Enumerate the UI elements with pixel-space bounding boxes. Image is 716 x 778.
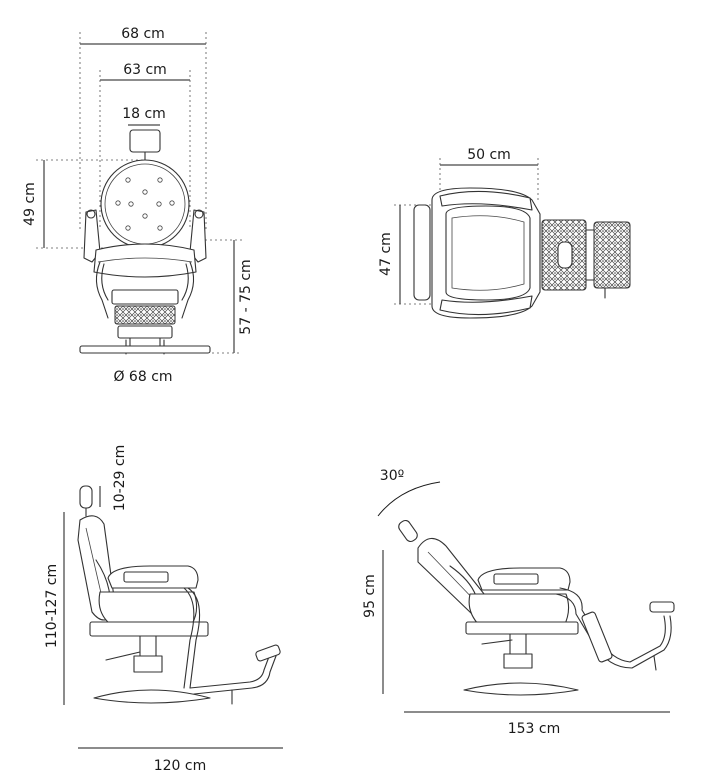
reclined-chair-drawing: [398, 519, 675, 696]
reclined-dimension-lines: [377, 481, 670, 713]
seat-depth-label: 47 cm: [378, 232, 394, 276]
top-chair-drawing: [413, 187, 631, 319]
recline-angle-label: 30º: [380, 468, 404, 484]
base-diameter-label: Ø 68 cm: [113, 369, 172, 385]
top-labels: 50 cm 47 cm: [378, 147, 511, 276]
seat-height-label: 57 - 75 cm: [238, 259, 254, 334]
total-height-label: 110-127 cm: [44, 564, 60, 648]
front-labels: 68 cm 63 cm 18 cm 49 cm 57 - 75 cm Ø 68 …: [22, 26, 254, 385]
reclined-labels: 30º 95 cm 153 cm: [362, 468, 560, 737]
reclined-length-label: 153 cm: [508, 721, 561, 737]
side-labels: 10-29 cm 110-127 cm 120 cm: [44, 445, 206, 774]
armrest-width-label: 63 cm: [123, 62, 167, 78]
overall-width-label: 68 cm: [121, 26, 165, 42]
backrest-height-label: 49 cm: [22, 182, 38, 226]
front-chair-drawing: [79, 129, 211, 355]
reclined-height-label: 95 cm: [362, 574, 378, 618]
side-chair-drawing: [77, 485, 281, 705]
reclined-view: 30º 95 cm 153 cm: [362, 468, 675, 737]
headrest-adjust-label: 10-29 cm: [112, 445, 128, 511]
side-length-label: 120 cm: [154, 758, 207, 774]
side-view: 10-29 cm 110-127 cm 120 cm: [44, 445, 283, 774]
front-view: 68 cm 63 cm 18 cm 49 cm 57 - 75 cm Ø 68 …: [22, 26, 254, 385]
top-view: 50 cm 47 cm: [378, 147, 631, 319]
seat-width-label: 50 cm: [467, 147, 511, 163]
headrest-width-label: 18 cm: [122, 106, 166, 122]
side-dimension-lines: [63, 486, 283, 749]
